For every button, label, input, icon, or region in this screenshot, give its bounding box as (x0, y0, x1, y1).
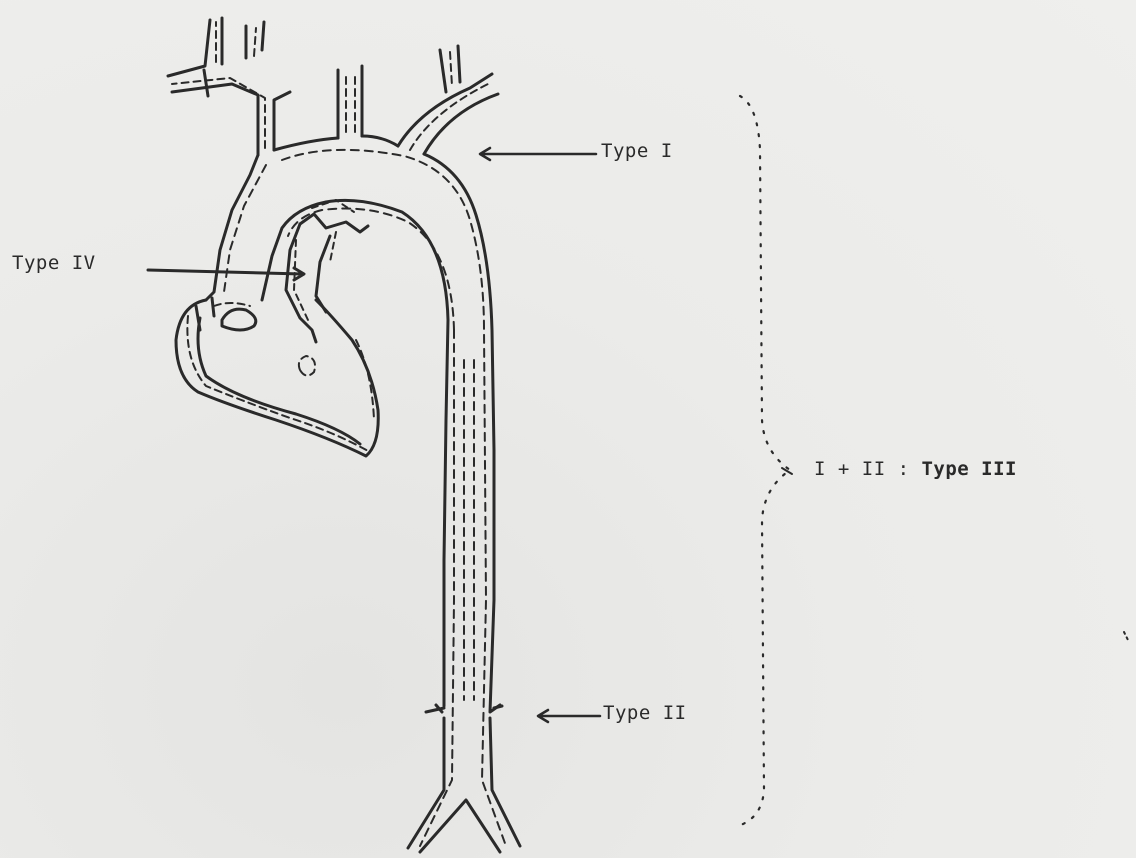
aorta-wall (206, 136, 520, 852)
arrows (148, 148, 600, 722)
label-type-1: Type I (601, 140, 673, 162)
carotid-dashes (346, 74, 355, 132)
label-type-4: Type IV (12, 252, 96, 274)
heart-dashes (187, 303, 374, 452)
label-type-2: Type II (603, 702, 687, 724)
brachiocephalic-artery (168, 18, 290, 155)
subclavian-artery (398, 46, 498, 154)
carotid-artery (338, 66, 362, 138)
arrow-type-1 (480, 148, 596, 160)
dotted-brace (738, 96, 790, 826)
stray-mark (1124, 632, 1128, 640)
heart (176, 298, 378, 456)
label-combination: I + II : Type III (814, 458, 1017, 480)
subclavian-dashes (410, 52, 488, 150)
label-type-3: Type III (921, 458, 1017, 480)
arrow-type-2 (538, 710, 600, 722)
aorta-dashes (224, 150, 506, 846)
label-combination-prefix: I + II : (814, 458, 910, 480)
